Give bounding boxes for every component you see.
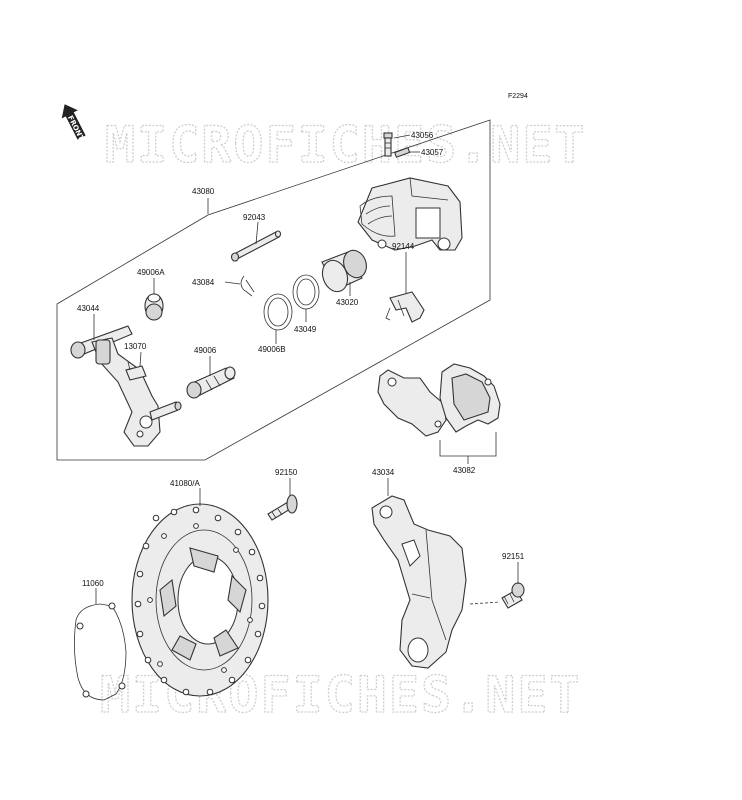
label-43084: 43084: [192, 278, 215, 287]
dust-boot: [186, 366, 236, 399]
label-49006: 49006: [194, 346, 217, 355]
caliper-holder: [70, 325, 182, 447]
bracket-bolt: [501, 582, 525, 609]
label-92043: 92043: [243, 213, 266, 222]
seal-49006b: [263, 293, 293, 331]
disc-bolt: [267, 494, 298, 521]
label-41080a: 41080/A: [170, 479, 200, 488]
label-43056: 43056: [411, 131, 434, 140]
front-arrow-icon: FRONT: [61, 104, 86, 142]
caliper-body: [357, 177, 463, 251]
brake-pads: [377, 363, 501, 437]
bleed-cap: [394, 147, 411, 158]
gasket: [74, 602, 127, 701]
label-43049: 43049: [294, 325, 317, 334]
slide-pin: [230, 230, 282, 262]
label-92144: 92144: [392, 242, 415, 251]
label-43034: 43034: [372, 468, 395, 477]
pad-spring: [385, 291, 425, 323]
cotter-pin: [240, 275, 255, 297]
label-92150: 92150: [275, 468, 298, 477]
figure-ref: F2294: [508, 93, 528, 100]
label-49006a: 49006A: [137, 268, 165, 277]
caliper-bracket: [371, 495, 467, 669]
dust-boot-a: [144, 293, 164, 321]
seal-43049: [292, 274, 320, 310]
label-43080: 43080: [192, 187, 215, 196]
label-43057: 43057: [421, 148, 444, 157]
label-43082: 43082: [453, 466, 476, 475]
caliper-assembly-box: [56, 119, 491, 461]
brake-disc: [131, 503, 269, 697]
label-92151: 92151: [502, 552, 525, 561]
label-49006b: 49006B: [258, 345, 286, 354]
label-43020: 43020: [336, 298, 359, 307]
front-label: FRONT: [66, 114, 85, 142]
bleed-valve: [383, 132, 393, 157]
label-43044: 43044: [77, 304, 100, 313]
clip: [125, 361, 147, 381]
piston: [321, 249, 367, 293]
label-11060: 11060: [82, 579, 104, 588]
label-13070: 13070: [124, 342, 147, 351]
watermark-top: MICROFICHES.NET: [105, 116, 587, 174]
